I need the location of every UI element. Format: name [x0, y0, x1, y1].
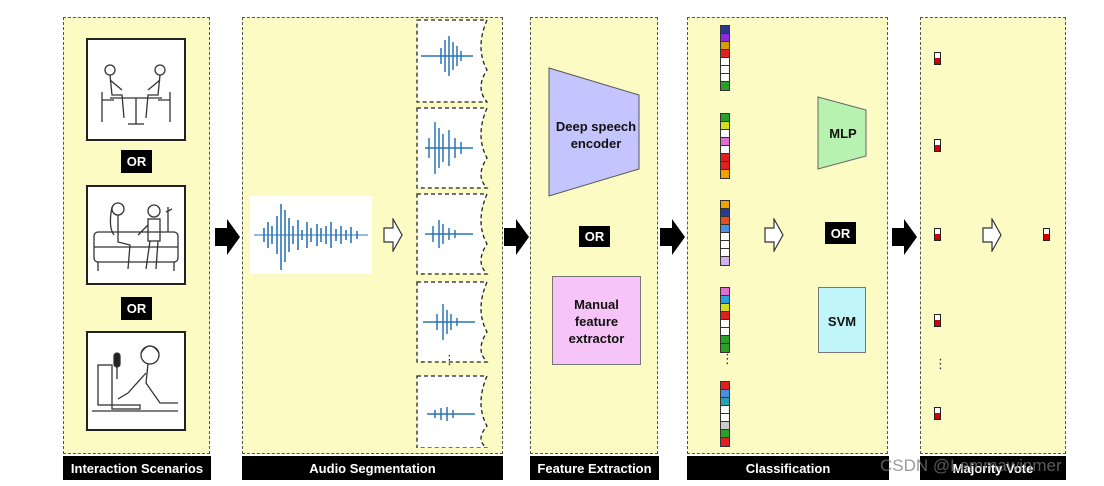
vote-indicator-5	[934, 407, 941, 420]
flow-arrow-3	[660, 219, 685, 255]
svm-box	[818, 287, 866, 353]
or-tag-1: OR	[121, 150, 152, 173]
mlp-shape	[817, 96, 867, 170]
panel-classification	[687, 17, 888, 454]
flow-arrow-1	[215, 219, 240, 255]
scene-person-with-headphones-at-computer	[86, 331, 186, 431]
audio-segments	[416, 19, 489, 448]
vote-indicator-3	[934, 228, 941, 241]
vote-indicator-1	[934, 52, 941, 65]
segments-ellipsis: ⋮	[443, 352, 456, 367]
scene-person-and-robot-on-sofa	[86, 185, 186, 285]
feature-vector-1	[720, 25, 730, 91]
label-audio-segmentation: Audio Segmentation	[242, 456, 503, 480]
or-tag-2: OR	[121, 297, 152, 320]
manual-feature-extractor-box	[552, 276, 641, 365]
or-tag-feature: OR	[579, 226, 610, 247]
vote-indicator-4	[934, 314, 941, 327]
manual-feature-extractor-label: Manual feature extractor	[568, 297, 625, 346]
svm-label: SVM	[827, 314, 857, 329]
deep-speech-encoder-shape	[548, 67, 640, 197]
hollow-arrow-majority	[982, 218, 1002, 252]
deep-speech-encoder-label: Deep speech encoder	[555, 119, 637, 151]
mlp-label: MLP	[829, 126, 857, 141]
votes-ellipsis: ⋮	[934, 356, 947, 371]
hollow-arrow-segmentation	[383, 218, 403, 252]
feature-vector-2	[720, 113, 730, 179]
vectors-ellipsis: ⋮	[721, 351, 734, 366]
full-audio-waveform	[250, 196, 372, 274]
flow-arrow-2	[504, 219, 529, 255]
or-tag-classification: OR	[825, 222, 856, 244]
scene-two-people-at-table	[86, 38, 186, 141]
hollow-arrow-classification	[764, 218, 784, 252]
flow-arrow-4	[892, 219, 917, 255]
waveform-svg	[254, 204, 368, 270]
label-feature-extraction: Feature Extraction	[530, 456, 659, 480]
feature-vector-5	[720, 381, 730, 447]
feature-vector-3	[720, 200, 730, 266]
csdn-watermark: CSDN @Lemmawinmer	[880, 456, 1062, 475]
vote-indicator-2	[934, 139, 941, 152]
label-interaction-scenarios: Interaction Scenarios	[63, 456, 211, 480]
label-majority-vote: Majority Vote	[920, 456, 1066, 480]
feature-vector-4	[720, 287, 730, 353]
final-vote-indicator	[1043, 228, 1050, 241]
label-classification: Classification	[687, 456, 889, 480]
